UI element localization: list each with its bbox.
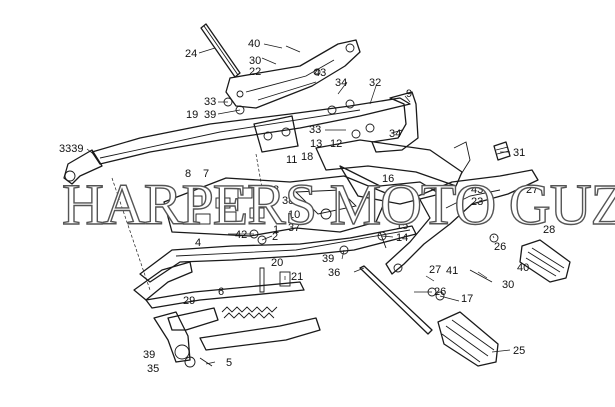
callout-23: 23 [471,196,483,208]
part-frame-side [315,139,471,205]
part-6-spring [221,306,278,319]
callout-39-lower: 39 [143,349,155,361]
callout-33: 33 [204,96,216,108]
part-frame-rail [133,261,305,309]
callout-6: 6 [218,286,224,298]
part-3339-arm [63,149,103,185]
part-stand-lower [153,311,196,368]
part-24-rod [200,23,241,78]
callout-15: 15 [396,220,408,232]
callout-24: 24 [185,48,197,60]
callout-40: 40 [248,38,260,50]
callout-10: 10 [288,209,300,221]
callout-34: 34 [335,77,347,89]
callout-39-mid: 39 [322,253,334,265]
leader-lines [86,43,511,365]
callout-labels: 24 40 30 22 43 34 32 9 33 39 19 33 34 33… [59,38,555,375]
part-31-knob [493,141,511,161]
callout-37: 37 [288,222,300,234]
callout-13: 13 [310,138,322,150]
callout-26-lower: 26 [434,286,446,298]
callout-19: 19 [186,109,198,121]
callout-43-right: 43 [471,184,483,196]
callout-27: 27 [526,184,538,196]
part-29-lever [167,307,321,351]
callout-17: 17 [461,293,473,305]
callout-34-lower: 34 [389,128,401,140]
callout-32: 32 [369,77,381,89]
callout-4: 4 [195,237,201,249]
callout-30: 30 [249,55,261,67]
part-right-bracket [385,169,539,275]
callout-14: 14 [396,232,408,244]
callout-7: 7 [203,168,209,180]
part-hardware [199,45,499,367]
callout-27-lower: 27 [429,264,441,276]
part-9-bar [371,91,419,153]
part-25-footpeg-left [437,311,499,367]
callout-5: 5 [226,357,232,369]
callout-3: 3 [273,184,279,196]
callout-25: 25 [513,345,525,357]
part-upper-bracket [225,39,361,109]
part-28-footpeg-right [519,239,571,283]
callout-3339: 3339 [59,143,83,155]
callout-28: 28 [543,224,555,236]
callout-12: 12 [330,138,342,150]
callout-11: 11 [286,154,297,166]
callout-30-right: 30 [502,279,514,291]
callout-18: 18 [301,151,313,163]
callout-43: 43 [314,67,326,79]
callout-26: 26 [494,241,506,253]
callout-20: 20 [271,257,283,269]
callout-33-lower: 33 [309,124,321,136]
part-20-lower-bar [139,225,417,283]
callout-36: 36 [328,267,340,279]
callout-41: 41 [446,265,458,277]
callout-38: 38 [282,195,294,207]
part-19-crossbar [91,97,411,165]
callout-1: 1 [273,224,279,236]
callout-39: 39 [204,109,216,121]
part-36-long-rod [359,265,433,335]
callout-22: 22 [249,66,261,78]
callout-16: 16 [382,173,394,185]
callout-31: 31 [513,147,525,159]
part-mount-block [253,115,299,153]
callout-40-right: 40 [517,262,529,274]
callout-21: 21 [291,271,303,283]
callout-8: 8 [185,168,191,180]
watermark-text: HARPERS MOTO GUZZI © [62,172,615,237]
part-center-plate [163,175,389,237]
callout-35: 35 [147,363,159,375]
callout-9: 9 [406,88,412,100]
callout-29: 29 [183,295,195,307]
callout-2: 2 [272,231,278,243]
callout-42: 42 [235,229,247,241]
